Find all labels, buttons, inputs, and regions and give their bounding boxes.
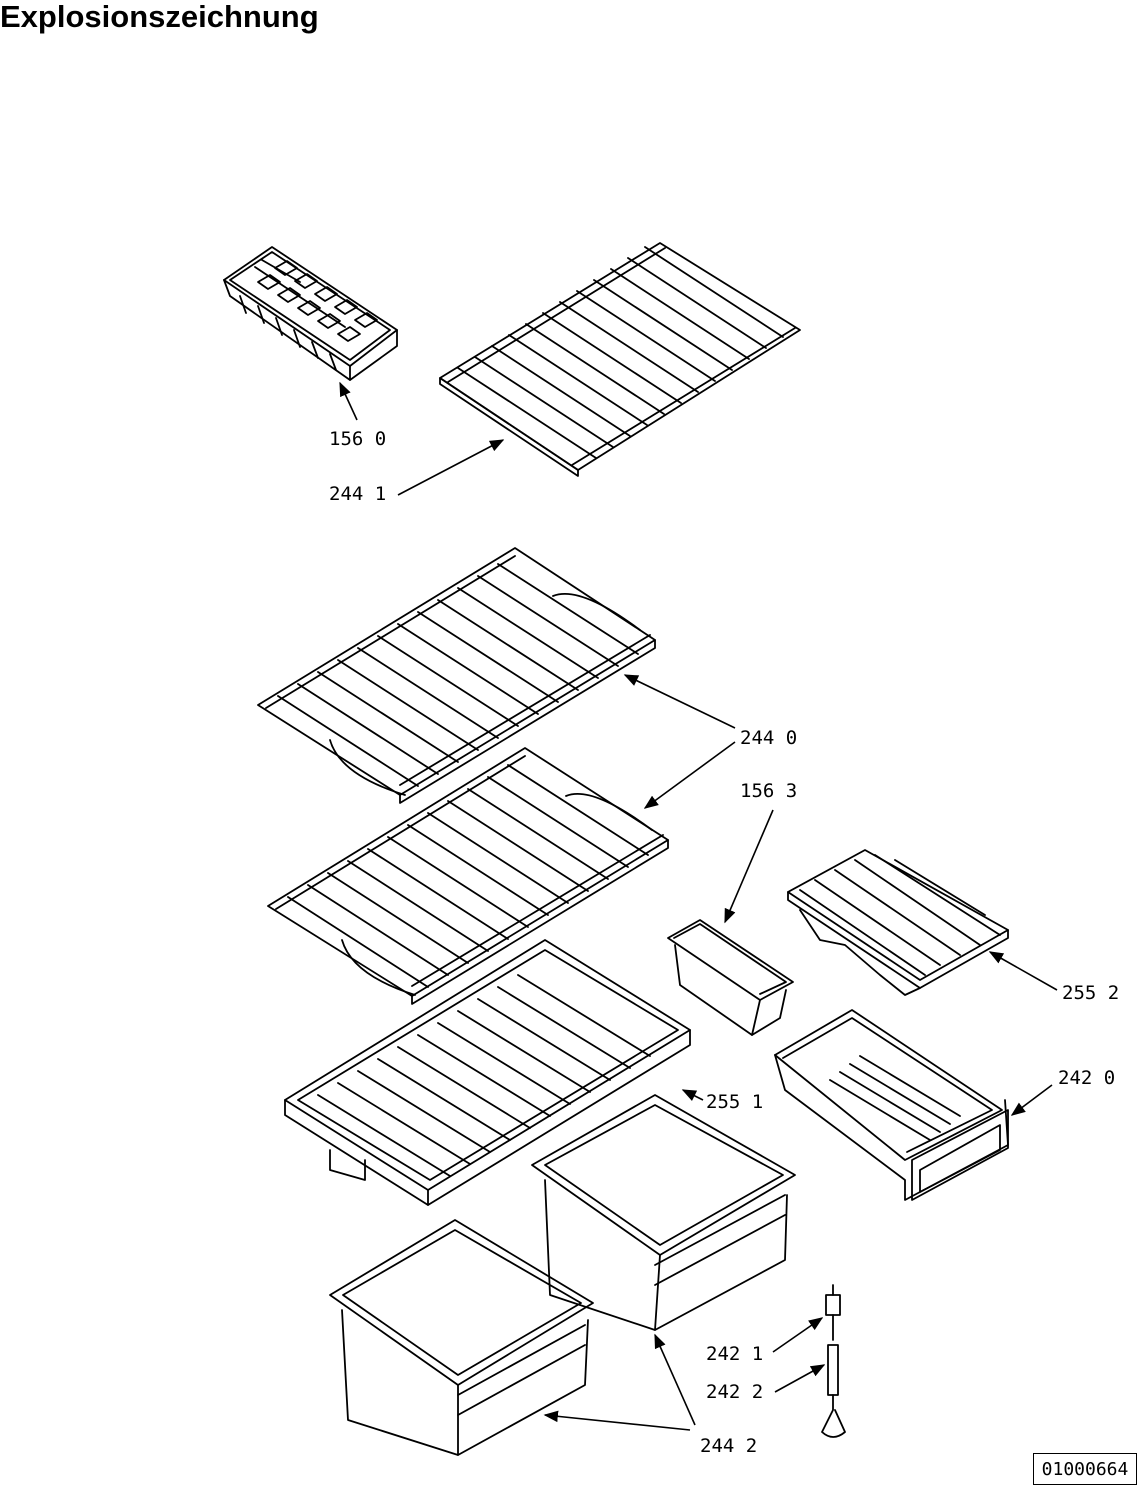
callout-156-0: 156 0 bbox=[329, 428, 386, 450]
callout-242-0: 242 0 bbox=[1058, 1067, 1115, 1089]
ice-cube-tray bbox=[223, 246, 398, 381]
callout-156-3: 156 3 bbox=[740, 780, 797, 802]
crisper-drawer-lower bbox=[329, 1219, 594, 1456]
regulator-knob-and-shaft bbox=[821, 1284, 846, 1438]
callout-255-2: 255 2 bbox=[1062, 982, 1119, 1004]
callout-242-2: 242 2 bbox=[706, 1381, 763, 1403]
crisper-cover-tray bbox=[284, 939, 691, 1206]
crisper-drawer-upper bbox=[531, 1094, 796, 1331]
small-wire-shelf bbox=[787, 849, 1009, 996]
freezer-drawer bbox=[774, 1009, 1009, 1201]
page-title: Explosionszeichnung bbox=[0, 0, 319, 34]
glass-shelf-lower bbox=[267, 747, 669, 1005]
callout-244-2: 244 2 bbox=[700, 1435, 757, 1457]
callout-244-1: 244 1 bbox=[329, 483, 386, 505]
callout-244-0: 244 0 bbox=[740, 727, 797, 749]
callout-255-1: 255 1 bbox=[706, 1091, 763, 1113]
callout-242-1: 242 1 bbox=[706, 1343, 763, 1365]
glass-shelf-upper bbox=[257, 547, 656, 804]
small-door-bin bbox=[667, 919, 794, 1036]
freezer-wire-shelf bbox=[439, 242, 801, 477]
drawing-number-box: 01000664 bbox=[1033, 1453, 1137, 1485]
